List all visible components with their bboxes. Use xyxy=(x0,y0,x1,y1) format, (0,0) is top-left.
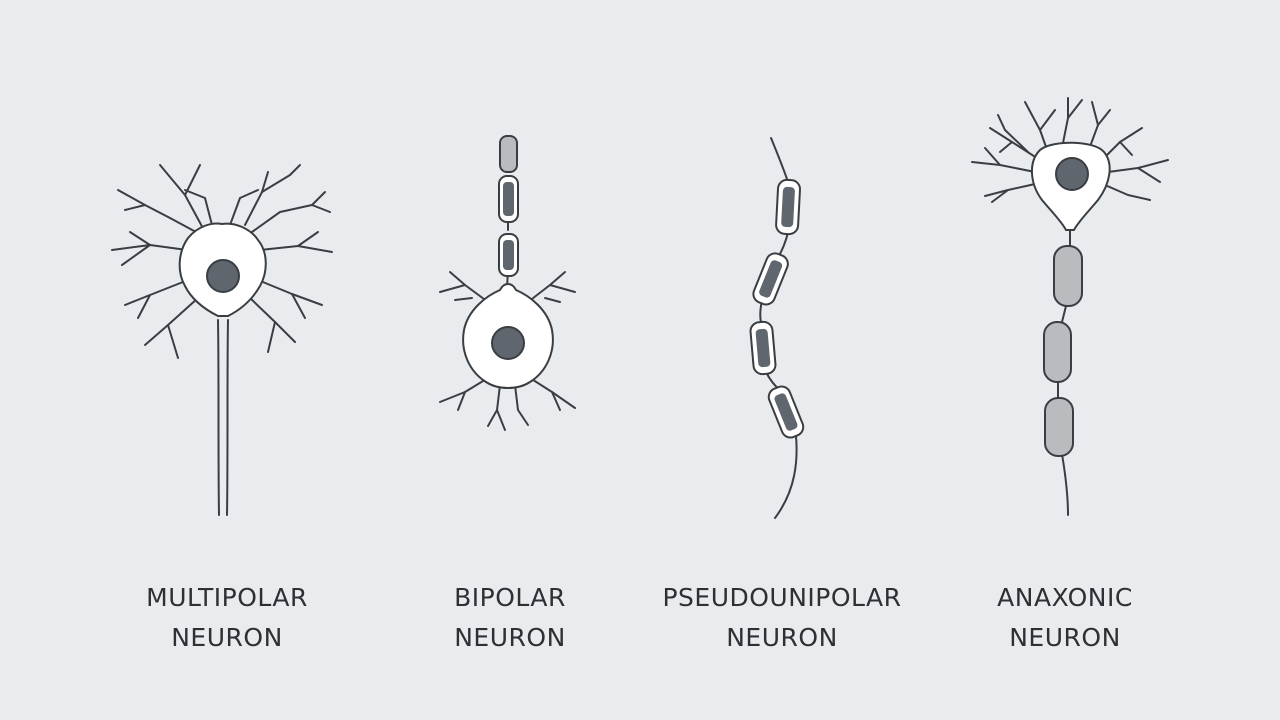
bipolar-label: BIPOLAR NEURON xyxy=(360,578,660,658)
anaxonic-label: ANAXONIC NEURON xyxy=(915,578,1215,658)
pseudounipolar-axon xyxy=(759,137,798,519)
multipolar-label-line2: NEURON xyxy=(171,623,283,652)
pseudounipolar-label-line2: NEURON xyxy=(726,623,838,652)
anaxonic-process xyxy=(1057,227,1071,516)
bipolar-label-line2: NEURON xyxy=(454,623,566,652)
multipolar-label-line1: MULTIPOLAR xyxy=(146,583,308,612)
multipolar-axon xyxy=(217,319,220,516)
multipolar-axon-edge xyxy=(226,319,229,516)
bipolar-label-line1: BIPOLAR xyxy=(454,583,566,612)
pseudounipolar-label: PSEUDOUNIPOLAR NEURON xyxy=(632,578,932,658)
bipolar-neuron xyxy=(439,135,576,431)
anaxonic-label-line1: ANAXONIC xyxy=(997,583,1133,612)
multipolar-label: MULTIPOLAR NEURON xyxy=(77,578,377,658)
bipolar-lower-dendrites xyxy=(439,377,576,431)
bipolar-upper-dendrites xyxy=(439,271,576,303)
anaxonic-dendrites xyxy=(971,97,1169,203)
anaxonic-neuron xyxy=(971,97,1169,516)
pseudounipolar-neuron xyxy=(749,137,805,519)
multipolar-dendrites xyxy=(111,164,333,359)
anaxonic-segment xyxy=(1043,321,1072,383)
multipolar-nucleus xyxy=(206,259,240,293)
anaxonic-segment xyxy=(1053,245,1083,307)
bipolar-nucleus xyxy=(491,326,525,360)
anaxonic-label-line2: NEURON xyxy=(1009,623,1121,652)
bipolar-myelin-segment xyxy=(499,135,518,173)
pseudounipolar-label-line1: PSEUDOUNIPOLAR xyxy=(662,583,902,612)
pseudounipolar-myelin-segments xyxy=(749,178,805,439)
anaxonic-segment xyxy=(1044,397,1074,457)
multipolar-neuron xyxy=(111,164,333,516)
anaxonic-nucleus xyxy=(1055,157,1089,191)
